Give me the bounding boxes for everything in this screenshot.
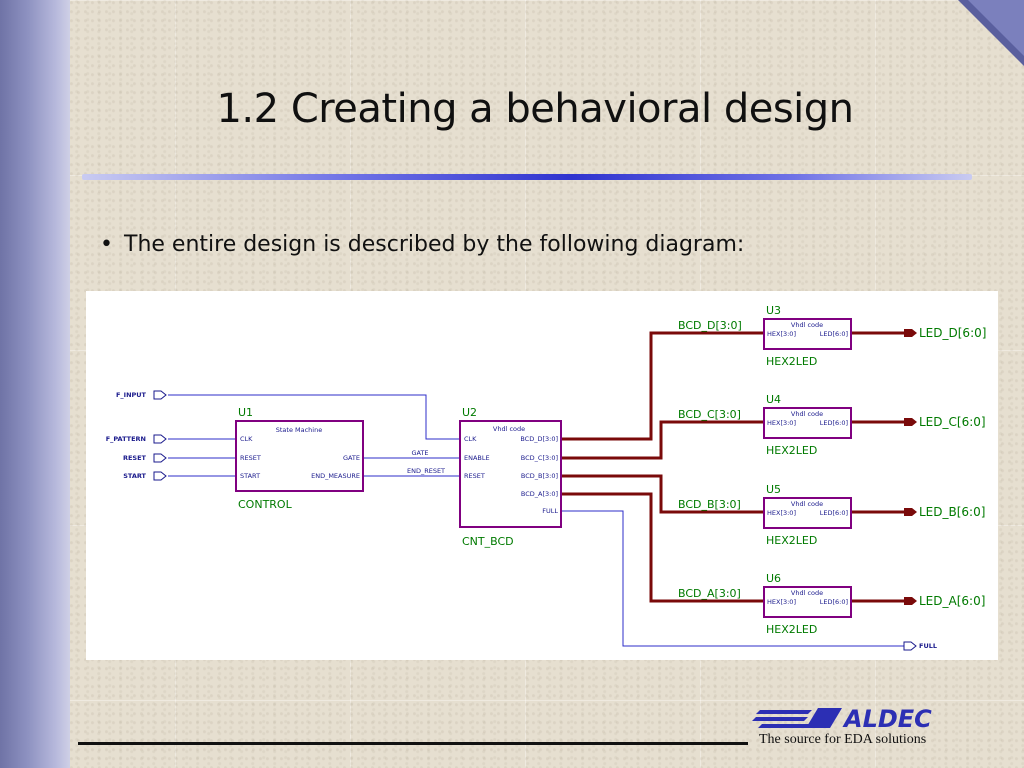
hex-pin-in: HEX[3:0]	[767, 419, 796, 427]
tagline: The source for EDA solutions	[759, 732, 927, 747]
output-label: LED_D[6:0]	[919, 326, 986, 340]
u2-pin-bcd-c: BCD_C[3:0]	[521, 454, 558, 462]
output-label: LED_A[6:0]	[919, 594, 985, 608]
hex-ref: U6	[766, 572, 781, 585]
hex-header: Vhdl code	[791, 500, 823, 508]
schematic-diagram: F_INPUT F_PATTERN RESET START FULL U1 St…	[86, 291, 998, 660]
u2-pin-clk: CLK	[464, 435, 477, 443]
slide-title: 1.2 Creating a behavioral design	[216, 86, 854, 132]
hex-box	[763, 407, 852, 439]
bus-bcd-d	[561, 331, 764, 441]
bullet-item: • The entire design is described by the f…	[100, 232, 744, 257]
u2-pin-bcd-b: BCD_B[3:0]	[521, 472, 558, 480]
aldec-logo: ALDEC	[752, 705, 932, 733]
title-divider	[82, 174, 972, 180]
input-label-start: START	[123, 472, 146, 480]
output-arrow-icon	[904, 597, 917, 605]
hex-pin-out: LED[6:0]	[820, 509, 848, 517]
output-arrow-icon	[904, 508, 917, 516]
u2-header: Vhdl code	[493, 425, 525, 433]
input-label-f-input: F_INPUT	[116, 391, 147, 399]
hex-pin-out: LED[6:0]	[820, 598, 848, 606]
hex-ref: U3	[766, 304, 781, 317]
bus-bcd-c	[561, 420, 764, 460]
port-reset-icon	[153, 453, 167, 463]
u2-pin-bcd-a: BCD_A[3:0]	[521, 490, 558, 498]
block-u2: U2 Vhdl code CLK ENABLE RESET BCD_D[3:0]…	[459, 406, 562, 548]
hex-name: HEX2LED	[766, 534, 817, 547]
input-label-f-pattern: F_PATTERN	[106, 435, 146, 443]
port-full-icon	[903, 641, 917, 651]
hex-box	[763, 586, 852, 618]
block-u1: U1 State Machine CLK RESET START GATE EN…	[235, 406, 364, 511]
u2-pin-enable: ENABLE	[464, 454, 490, 462]
u2-ref: U2	[462, 406, 477, 419]
output-label-full: FULL	[919, 642, 937, 650]
wire-f-input	[168, 394, 460, 440]
hex-pin-out: LED[6:0]	[820, 419, 848, 427]
output-label: LED_C[6:0]	[919, 415, 986, 429]
hex-pin-out: LED[6:0]	[820, 330, 848, 338]
hex-box	[763, 318, 852, 350]
hex-header: Vhdl code	[791, 589, 823, 597]
hex-name: HEX2LED	[766, 623, 817, 636]
wire-full	[561, 510, 904, 647]
u2-pin-full: FULL	[542, 507, 558, 515]
hex-header: Vhdl code	[791, 321, 823, 329]
u1-pin-start: START	[240, 472, 260, 480]
hex-box	[763, 497, 852, 529]
u1-pin-gate: GATE	[343, 454, 360, 462]
hex-pin-in: HEX[3:0]	[767, 598, 796, 606]
bus-label: BCD_A[3:0]	[678, 587, 741, 600]
u2-name: CNT_BCD	[462, 535, 514, 548]
bullet-icon: •	[100, 232, 113, 257]
hex-name: HEX2LED	[766, 444, 817, 457]
u1-pin-end-measure: END_MEASURE	[311, 472, 360, 480]
u2-pin-bcd-d: BCD_D[3:0]	[520, 435, 558, 443]
hex-ref: U5	[766, 483, 781, 496]
input-label-reset: RESET	[123, 454, 147, 462]
logo-text: ALDEC	[842, 705, 932, 733]
hex-pin-in: HEX[3:0]	[767, 509, 796, 517]
u1-pin-clk: CLK	[240, 435, 253, 443]
port-start-icon	[153, 471, 167, 481]
port-f-pattern-icon	[153, 434, 167, 444]
u1-header: State Machine	[276, 426, 322, 434]
hex-header: Vhdl code	[791, 410, 823, 418]
net-label-end-reset: END_RESET	[407, 467, 445, 475]
bus-label: BCD_C[3:0]	[678, 408, 741, 421]
output-label: LED_B[6:0]	[919, 505, 985, 519]
u1-pin-reset: RESET	[240, 454, 261, 462]
output-arrow-icon	[904, 329, 917, 337]
bullet-text: The entire design is described by the fo…	[124, 232, 745, 257]
footer-rule	[78, 742, 748, 745]
hex-ref: U4	[766, 393, 781, 406]
u1-name: CONTROL	[238, 498, 293, 511]
hex-name: HEX2LED	[766, 355, 817, 368]
corner-fold-icon	[958, 0, 1024, 66]
bus-bcd-a	[561, 492, 764, 603]
bus-bcd-b	[561, 474, 764, 514]
output-arrow-icon	[904, 418, 917, 426]
net-label-gate: GATE	[411, 449, 428, 457]
u2-pin-reset: RESET	[464, 472, 485, 480]
port-f-input-icon	[153, 390, 167, 400]
bus-label: BCD_B[3:0]	[678, 498, 741, 511]
bus-label: BCD_D[3:0]	[678, 319, 742, 332]
hex-pin-in: HEX[3:0]	[767, 330, 796, 338]
left-accent-bar	[0, 0, 70, 768]
u1-ref: U1	[238, 406, 253, 419]
